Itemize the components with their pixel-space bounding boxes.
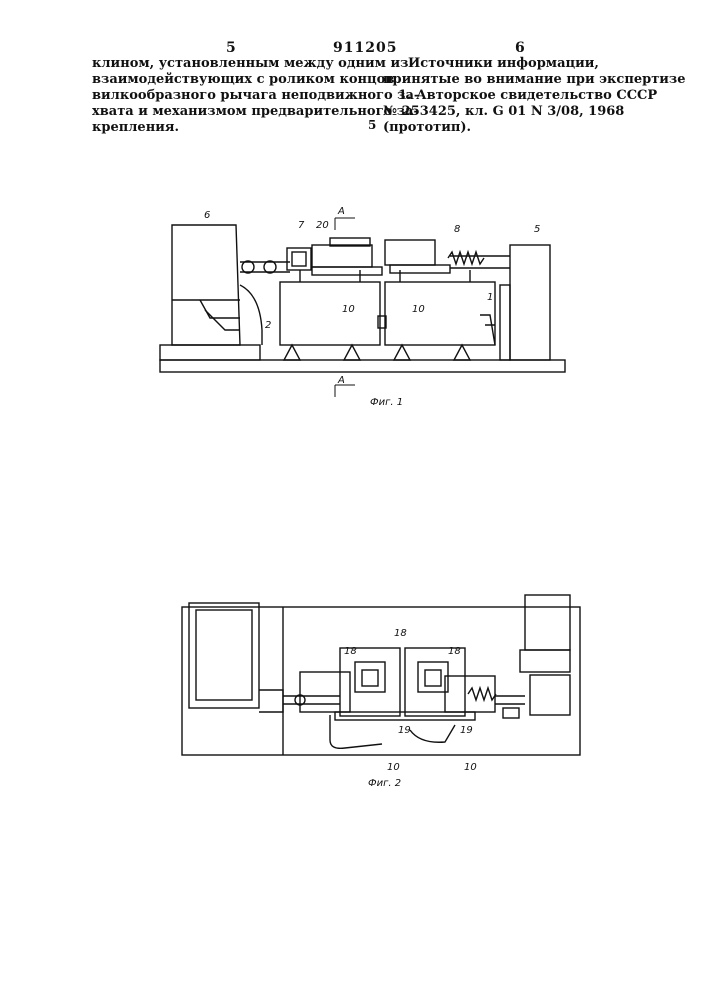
fig2-label-10b: 10 xyxy=(464,762,477,773)
fig2-label-10a: 10 xyxy=(387,762,400,773)
fig2-label-18c: 18 xyxy=(448,646,461,657)
fig2-label-18a: 18 xyxy=(344,646,357,657)
fig2-label-19a: 19 xyxy=(398,725,411,736)
fig2-label-18b: 18 xyxy=(394,628,407,639)
fig2-caption: Фиг. 2 xyxy=(368,778,401,789)
fig2-label-19b: 19 xyxy=(460,725,473,736)
